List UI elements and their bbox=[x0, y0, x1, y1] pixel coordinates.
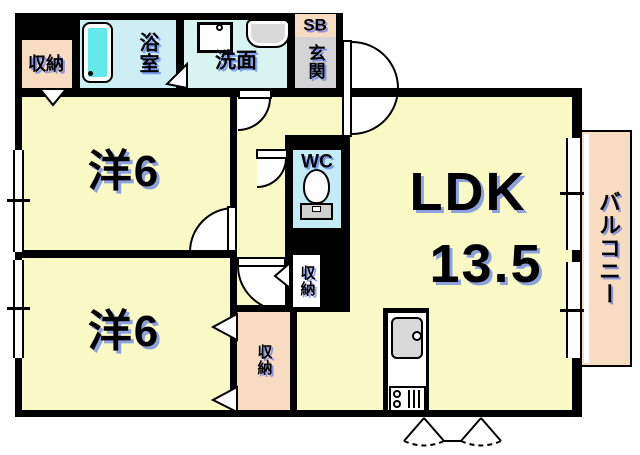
wall-right-lower bbox=[572, 358, 582, 417]
washroom-label: 洗面 bbox=[215, 49, 257, 73]
wall-entrance-right bbox=[336, 13, 343, 97]
stove-burner2-icon bbox=[393, 400, 401, 408]
washing-machine-icon bbox=[197, 22, 233, 53]
bathtub-drain-icon bbox=[88, 71, 93, 76]
shoebox-area bbox=[295, 14, 336, 37]
bedroom-upper-label: 洋6 bbox=[87, 147, 161, 196]
wall-closet-bath bbox=[72, 13, 80, 97]
bathroom-label: 浴室 bbox=[136, 32, 158, 74]
wc-door-leaf bbox=[256, 149, 288, 159]
toilet-label: WC bbox=[301, 151, 333, 173]
stove-grill-icon bbox=[408, 390, 422, 408]
toilet-bowl-icon bbox=[303, 169, 330, 204]
wall-right-upper bbox=[572, 88, 582, 138]
window-left-lower-tick bbox=[7, 307, 30, 310]
vanity-sink-icon bbox=[246, 19, 290, 48]
stove-burner1-icon bbox=[393, 390, 401, 398]
bedroom-lower-label: 洋6 bbox=[87, 307, 161, 356]
wall-mid-horizontal bbox=[15, 88, 582, 97]
bedroom-upper-door-leaf bbox=[227, 206, 237, 252]
wall-bottom bbox=[15, 410, 582, 417]
wall-washroom-entrance bbox=[287, 13, 295, 97]
double-door-left bbox=[403, 417, 445, 442]
balcony-inner-edge bbox=[584, 134, 589, 363]
closet-lower-label: 収納 bbox=[255, 344, 273, 376]
entrance-door-leaf bbox=[342, 40, 352, 137]
closet-topleft-label: 収納 bbox=[28, 54, 64, 74]
entrance-floor bbox=[295, 37, 336, 88]
wall-right-chunk bbox=[572, 250, 582, 262]
closet-topleft-box bbox=[22, 40, 72, 88]
balcony-label: バルコニー bbox=[596, 190, 621, 306]
wall-between-bedrooms bbox=[15, 250, 237, 258]
double-door-right-arc bbox=[460, 440, 502, 447]
window-balcony-upper-tick bbox=[560, 192, 584, 195]
wall-closet-lower-top bbox=[237, 305, 297, 312]
bathtub-icon bbox=[82, 22, 113, 83]
window-balcony-lower-tick bbox=[560, 309, 584, 312]
window-left-upper-tick bbox=[7, 199, 30, 202]
double-door-left-arc bbox=[403, 440, 445, 447]
closet-lower-box bbox=[237, 312, 290, 410]
washroom-door-leaf bbox=[238, 89, 272, 99]
kitchen-faucet-icon bbox=[412, 331, 422, 341]
entrance-label: 玄関 bbox=[305, 44, 325, 80]
wall-closet-lower-right bbox=[290, 305, 297, 410]
closet-mid-box bbox=[293, 255, 320, 307]
toilet-tank-lid-icon bbox=[312, 206, 321, 212]
ldk-size-label: 13.5 bbox=[429, 234, 543, 294]
shoebox-label: SB bbox=[303, 15, 327, 35]
ldk-label: LDK bbox=[409, 162, 527, 222]
closet-mid-label: 収納 bbox=[298, 265, 316, 297]
double-door-right bbox=[460, 417, 502, 442]
wall-bedrooms-right bbox=[230, 97, 237, 410]
washing-machine-knob-icon bbox=[216, 24, 223, 31]
wall-bath-washroom bbox=[176, 13, 184, 97]
bedroom-lower-door-leaf bbox=[237, 257, 286, 267]
